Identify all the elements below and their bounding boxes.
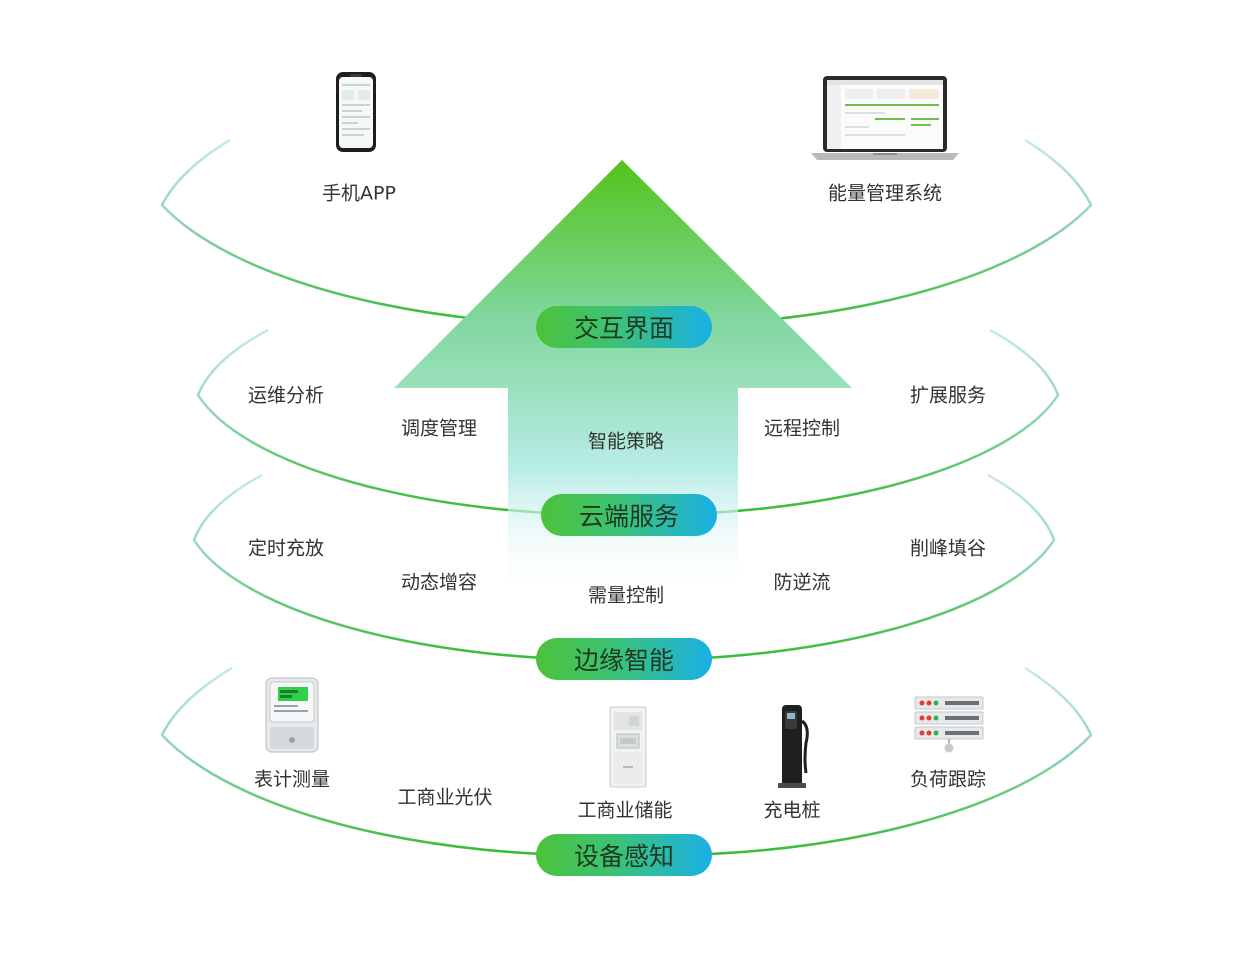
layer-title: 云端服务 xyxy=(578,502,679,531)
layer-pill-edge: 边缘智能 xyxy=(536,638,712,680)
item-demand-control: 需量控制 xyxy=(587,584,665,607)
server-rack-icon xyxy=(914,696,984,753)
laptop-icon xyxy=(811,76,959,160)
layer-title: 设备感知 xyxy=(573,842,674,871)
item-metering: 表计测量 xyxy=(253,768,331,791)
item-ev-charger: 充电桩 xyxy=(763,799,821,822)
ev-charger-icon xyxy=(778,705,809,788)
item-commercial-storage: 工商业储能 xyxy=(577,799,673,822)
item-peak-shaving: 削峰填谷 xyxy=(909,537,987,560)
item-energy-management-system: 能量管理系统 xyxy=(827,182,943,205)
meter-icon xyxy=(265,677,319,753)
item-ops-analysis: 运维分析 xyxy=(247,384,325,407)
layer-title: 交互界面 xyxy=(573,314,674,343)
layer-pill-cloud: 云端服务 xyxy=(541,494,717,536)
item-mobile-app: 手机APP xyxy=(322,182,396,205)
item-timed-charge-discharge: 定时充放 xyxy=(247,537,325,560)
upward-arrow xyxy=(394,160,852,600)
storage-cabinet-icon xyxy=(609,706,647,788)
item-dynamic-expansion: 动态增容 xyxy=(400,571,478,594)
item-smart-strategy: 智能策略 xyxy=(587,430,665,453)
layer-pill-interaction: 交互界面 xyxy=(536,306,712,348)
item-anti-backflow: 防逆流 xyxy=(773,571,831,594)
item-commercial-pv: 工商业光伏 xyxy=(397,786,493,809)
item-extended-services: 扩展服务 xyxy=(909,384,987,407)
layer-title: 边缘智能 xyxy=(573,646,674,675)
item-remote-control: 远程控制 xyxy=(763,417,841,440)
item-dispatch-management: 调度管理 xyxy=(400,417,478,440)
phone-icon xyxy=(336,72,376,152)
layer-pill-device: 设备感知 xyxy=(536,834,712,876)
item-load-tracking: 负荷跟踪 xyxy=(909,768,987,791)
